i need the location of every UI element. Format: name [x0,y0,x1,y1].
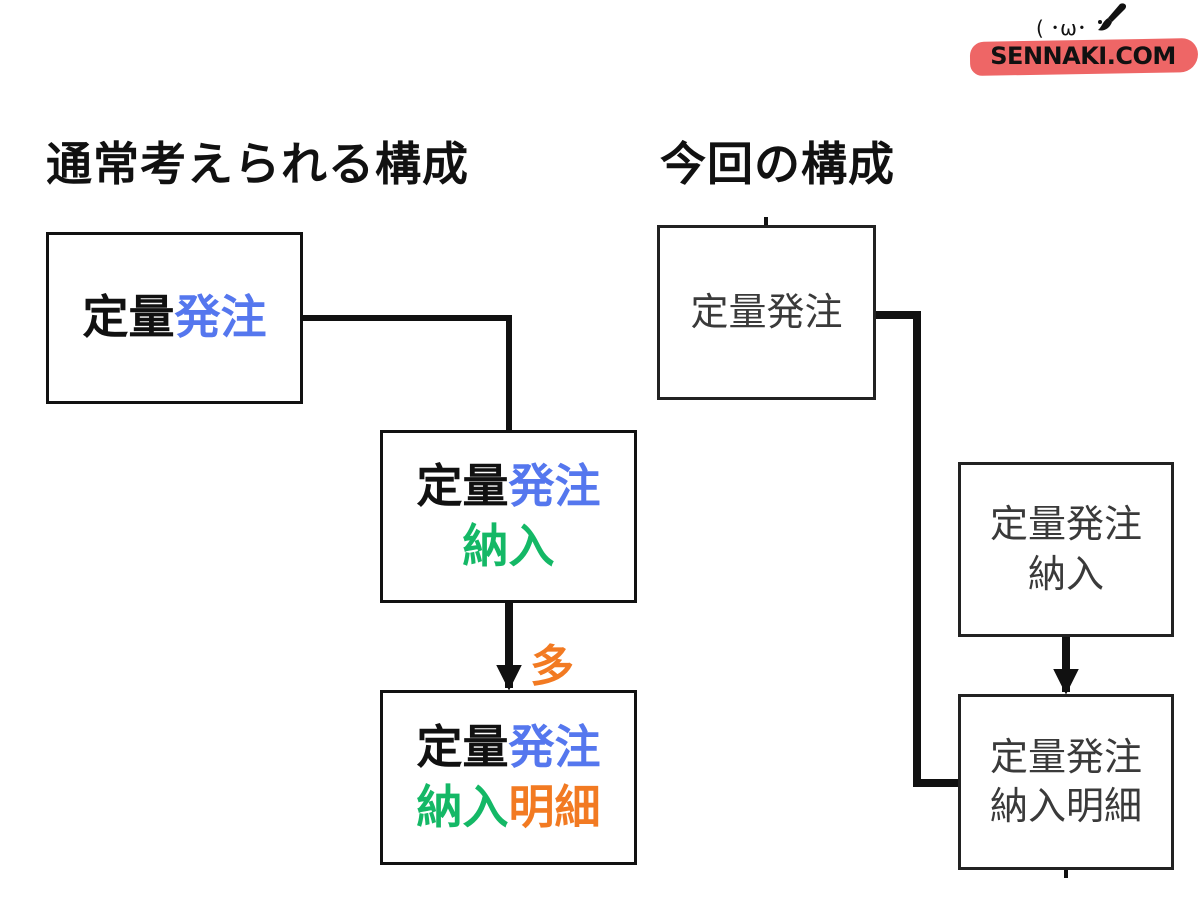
right-box-detail-line2: 納入明細 [989,784,1142,828]
label-detail: 明細 [508,779,601,834]
label-fixed-qty: 定量 [416,458,509,513]
right-box-delivery-line1: 定量発注 [989,502,1142,547]
right-box-delivery-line2: 納入 [1027,551,1104,596]
label-delivery: 納入 [462,518,555,573]
left-box-delivery: 定量発注 納入 [380,430,637,603]
site-logo[interactable]: ( ･ω･ SENNAKI.COM [968,2,1200,82]
left-box-delivery-detail: 定量発注 納入明細 [380,690,637,865]
right-box-detail-line1: 定量発注 [989,734,1142,779]
heading-usual-structure: 通常考えられる構成 [46,137,469,191]
label-order: 発注 [508,719,601,774]
left-box-detail-line2: 納入明細 [417,778,601,838]
left-box-detail-line1: 定量発注 [417,718,601,778]
left-box-delivery-line2: 納入 [463,517,555,577]
cardinality-many-label: 多 [530,641,574,692]
label-order: 発注 [508,458,601,513]
paintbrush-icon [1098,3,1127,31]
label-order: 発注 [174,290,267,345]
left-box-delivery-line1: 定量発注 [417,457,601,517]
left-box-order-label: 定量発注 [83,288,267,348]
logo-face-icon: ( ･ω･ [1036,16,1087,40]
right-box-delivery: 定量発注 納入 [958,462,1174,637]
right-box-order-label: 定量発注 [690,289,843,334]
label-fixed-qty: 定量 [416,719,509,774]
label-delivery: 納入 [416,779,509,834]
right-box-order: 定量発注 [657,225,876,400]
left-box-order: 定量発注 [46,232,303,404]
logo-text: SENNAKI.COM [990,42,1176,70]
right-box-delivery-detail: 定量発注 納入明細 [958,694,1174,870]
label-fixed-qty: 定量 [82,290,175,345]
right-connector-box1-box3 [876,311,958,787]
left-connector-box1-box2 [303,315,512,430]
heading-current-structure: 今回の構成 [660,137,895,191]
